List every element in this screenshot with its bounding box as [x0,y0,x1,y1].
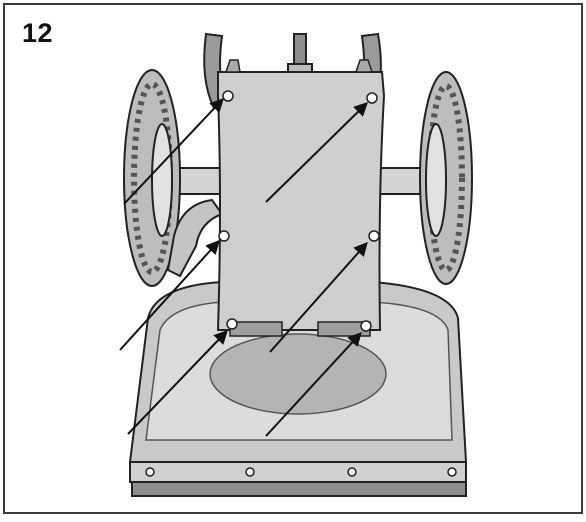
frame-body [216,59,386,337]
bolt-bottom-left [226,318,238,330]
arrow-to-bolt-top-left [123,97,224,205]
right-tire [419,71,473,285]
bolt-top-right [366,92,378,104]
step-number: 12 [22,18,54,48]
arrow-to-bolt-bottom-right [265,331,362,437]
arrow-to-bolt-top-right [265,102,368,203]
arrow-to-bolt-middle-left [119,239,220,351]
arrow-to-bolt-bottom-left [127,329,228,435]
bolts [218,90,380,332]
left-tire [123,69,181,287]
bolt-middle-left [218,230,230,242]
bolt-top-left [222,90,234,102]
bolt-middle-right [368,230,380,242]
arrow-to-bolt-middle-right [269,241,368,353]
pointer-arrows [119,97,368,437]
bolt-bottom-right [360,320,372,332]
